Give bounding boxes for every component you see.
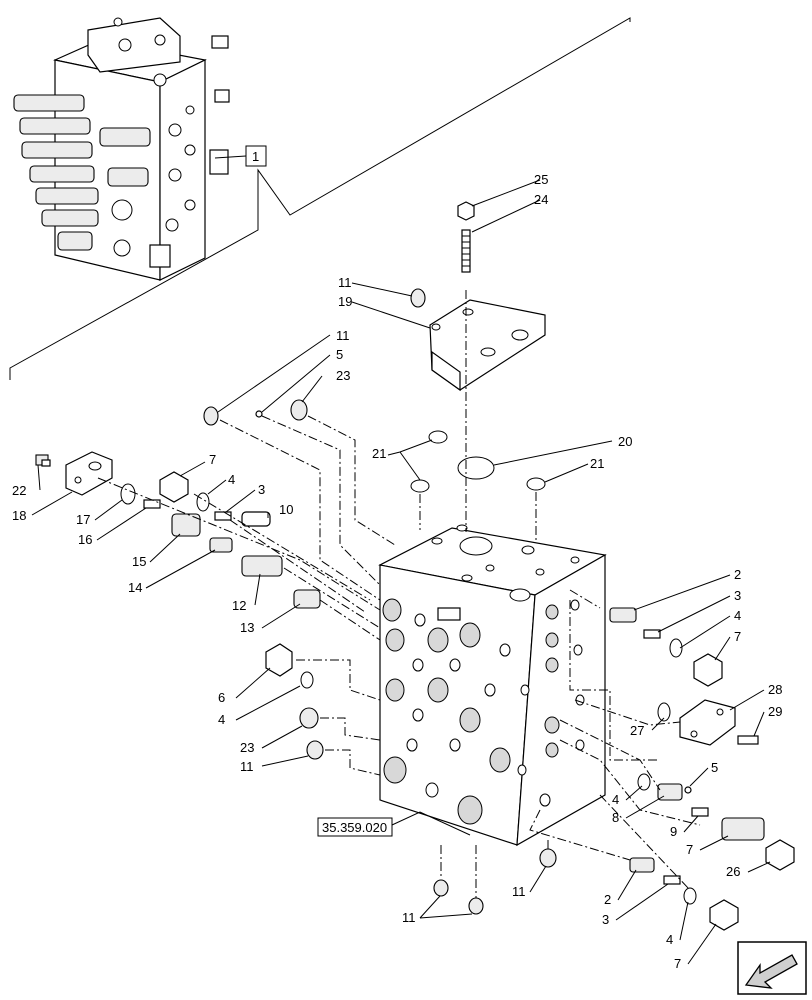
callout-2-right: 2 [734,567,741,582]
top-cover-19 [429,299,546,392]
part-14 [209,537,233,553]
callout-25: 25 [534,172,548,187]
plug-7-right [693,653,723,687]
callout-15: 15 [132,554,146,569]
callout-20: 20 [618,434,632,449]
callout-18: 18 [12,508,26,523]
plug-23-top [290,399,308,421]
spool-10 [241,511,271,527]
overview-valve-assembly [13,17,230,281]
spring-16 [143,499,161,509]
callout-2-bottom: 2 [604,892,611,907]
callout-21-right: 21 [590,456,604,471]
callout-9: 9 [670,824,677,839]
stud-24 [461,229,471,273]
bolt-22 [35,454,51,467]
plug-11-bottom-b [433,879,449,897]
main-valve-block [378,524,607,847]
reference-label: 35.359.020 [322,820,387,835]
part-13 [293,589,321,609]
oring-21-right [526,477,546,491]
callout-4-mid: 4 [218,712,225,727]
callout-26: 26 [726,864,740,879]
bolt-29 [737,735,759,745]
callout-17: 17 [76,512,90,527]
frame-line [9,17,631,380]
plug-11-bottom-c [468,897,484,915]
plug-5-low [684,786,692,794]
callout-28: 28 [768,682,782,697]
callout-12: 12 [232,598,246,613]
callout-6: 6 [218,690,225,705]
flange-18 [65,451,113,496]
callout-24: 24 [534,192,548,207]
callout-11-bottom: 11 [512,884,526,899]
callout-7-top: 7 [209,452,216,467]
plug-11-bottom-a [539,848,557,868]
spring-9 [691,807,709,817]
reference-box [317,817,393,837]
callout-3-bottom: 3 [602,912,609,927]
callout-10: 10 [279,502,293,517]
oring-4-top [196,492,210,512]
plug-5-top [255,410,263,418]
plug-11-cover [410,288,426,308]
callout-7-low: 7 [686,842,693,857]
callout-11-top: 11 [336,328,350,343]
plug-6 [265,643,293,677]
spring-3-top [214,511,232,521]
oring-21-left [410,479,430,493]
oring-4-low [637,773,651,791]
plug-26 [765,839,795,871]
part-12 [241,555,283,577]
callout-21-left: 21 [372,446,386,461]
sleeve-15 [171,513,201,537]
callout-7-right: 7 [734,629,741,644]
callout-11-bottom2: 11 [402,910,416,925]
oring-4-mid [300,671,314,689]
oring-20 [457,456,495,480]
part-7-low [721,817,765,841]
arrow-down-left-icon[interactable] [737,941,807,995]
callout-16: 16 [78,532,92,547]
spring-3-right [643,629,661,639]
callout-22: 22 [12,483,26,498]
part-2-right [609,607,637,623]
callout-5-low: 5 [711,760,718,775]
spring-3-bottom [663,875,681,885]
callout-4-right: 4 [734,608,741,623]
oring-4-right [669,638,683,658]
callout-23-mid: 23 [240,740,254,755]
oring-21-upper [428,430,448,444]
plug-7-top [159,471,189,503]
callout-11-cover: 11 [338,275,352,290]
callout-7-bottom: 7 [674,956,681,971]
part-2-bottom [629,857,655,873]
plug-7-bottom [709,899,739,931]
plug-11-top [203,406,219,426]
callout-14: 14 [128,580,142,595]
callout-3-right: 3 [734,588,741,603]
oring-27 [657,702,671,722]
callout-4-low: 4 [612,792,619,807]
callout-3-top: 3 [258,482,265,497]
callout-8: 8 [612,810,619,825]
callout-4-bottom: 4 [666,932,673,947]
flange-28 [679,699,736,746]
callout-1: 1 [252,149,259,164]
callout-23-top: 23 [336,368,350,383]
callout-27: 27 [630,723,644,738]
callout-11-mid: 11 [240,759,254,774]
nut-25 [457,201,475,221]
plug-23-mid [299,707,319,729]
callout-19: 19 [338,294,352,309]
plug-11-mid [306,740,324,760]
callout-5-top: 5 [336,347,343,362]
callout-29: 29 [768,704,782,719]
callout-13: 13 [240,620,254,635]
oring-17 [120,483,136,505]
oring-4-bottom [683,887,697,905]
callout-4-top: 4 [228,472,235,487]
